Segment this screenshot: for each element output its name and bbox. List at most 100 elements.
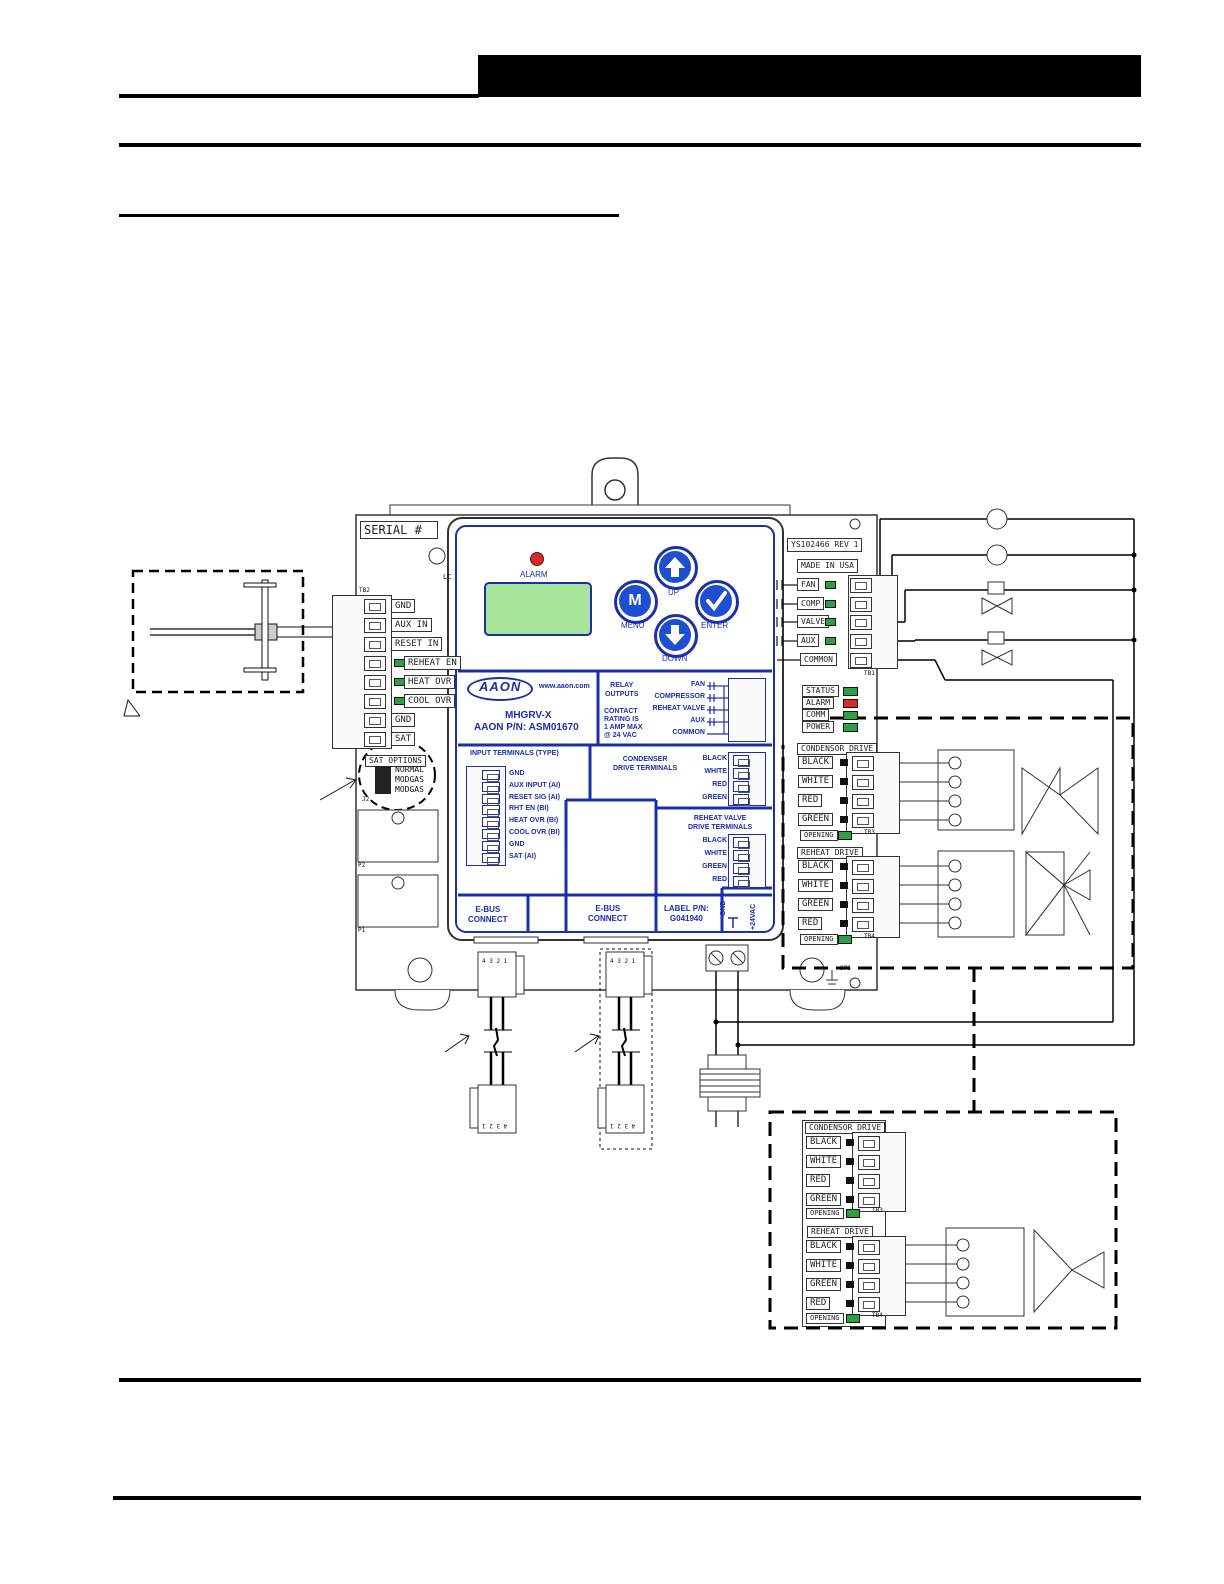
relay-terminal-label: AUX [797, 634, 820, 647]
wire-marker [840, 759, 848, 766]
tb4-label: TB4 [864, 933, 875, 940]
down-label: DOWN [662, 654, 688, 663]
drive-terminal [858, 1174, 880, 1189]
drive-terminal [852, 860, 874, 875]
drive-wire-label: RED [798, 917, 823, 930]
left-terminal-label: RESET IN [391, 637, 443, 651]
reheat-item: BLACK [702, 837, 728, 844]
menu-button-face: M [619, 585, 651, 617]
relay-output-item: AUX [690, 717, 705, 724]
input-pin [482, 840, 500, 853]
relay-led [825, 600, 836, 608]
input-item: RHT EN (BI) [509, 805, 549, 813]
wire-marker [840, 816, 848, 823]
drive-terminal [852, 917, 874, 932]
wire-marker [840, 778, 848, 785]
made-label: MADE IN USA [797, 559, 858, 573]
wire-marker [846, 1243, 854, 1250]
relay-title: RELAY OUTPUTS [605, 682, 639, 698]
drive-wire-label: BLACK [806, 1136, 842, 1149]
aaon-logo-text: AAON [479, 679, 522, 694]
header-rule [119, 94, 479, 98]
relay-terminal [850, 653, 872, 668]
relay-output-connector [728, 678, 766, 742]
condenser-pin [733, 755, 750, 767]
condenser-pin [733, 768, 750, 780]
drive-terminal [858, 1193, 880, 1208]
opening-label-1: OPENING [800, 830, 838, 841]
condenser-item: WHITE [704, 768, 727, 775]
input-item: HEAT OVR (BI) [509, 817, 559, 825]
status-led [843, 699, 858, 708]
sensor-dashed-box [131, 569, 305, 694]
input-item: COOL OVR (BI) [509, 829, 560, 836]
relay-terminal-label: COMMON [800, 653, 837, 666]
exp-opening-led-1 [846, 1209, 860, 1218]
check-icon [700, 585, 732, 617]
status-led [843, 687, 858, 696]
input-item: GND [509, 770, 525, 777]
vac-label: +24VAC [750, 903, 757, 930]
serial-label: SERIAL # [360, 521, 438, 539]
wire-marker [846, 1177, 854, 1184]
ebus-pins-4: 4 3 2 1 [610, 1122, 636, 1129]
input-pin [482, 793, 500, 806]
drive-terminal [858, 1278, 880, 1293]
reheat-pin [733, 850, 750, 862]
reheat-item: WHITE [704, 850, 727, 857]
sat-jumper[interactable] [375, 766, 391, 794]
condenser-item: RED [712, 781, 727, 788]
left-terminal-label: HEAT OVR [404, 675, 456, 689]
sp-label: SP3 [840, 965, 851, 972]
drive-wire-label: RED [806, 1174, 831, 1187]
website-label: www.aaon.com [539, 683, 590, 690]
left-terminal [364, 713, 386, 728]
relay-output-item: REHEAT VALVE [652, 705, 705, 712]
exp-opening-label-1: OPENING [806, 1208, 844, 1219]
left-terminal [364, 637, 386, 652]
opening-label-2: OPENING [800, 934, 838, 945]
section-rule [119, 143, 1141, 147]
rev-label: YS102466 REV 1 [787, 538, 863, 552]
drive-wire-label: WHITE [798, 775, 834, 788]
exp-condenser-drive-label: CONDENSOR DRIVE [805, 1122, 886, 1134]
condenser-pin [733, 794, 750, 806]
tb3-label: TB3 [864, 829, 875, 836]
left-terminal [364, 618, 386, 633]
reheat-pin [733, 837, 750, 849]
header-tab [478, 55, 1141, 97]
wire-marker [846, 1139, 854, 1146]
left-terminal-label: REHEAT EN [404, 656, 461, 670]
wire-marker [840, 863, 848, 870]
p2-label: P2 [358, 862, 366, 869]
alarm-label: ALARM [520, 570, 548, 579]
status-led-label: POWER [802, 721, 835, 733]
ebus-connect-2: E-BUS CONNECT [588, 904, 628, 923]
relay-output-item: COMPRESSOR [654, 693, 705, 700]
input-pin [482, 852, 500, 865]
subsection-rule [119, 214, 619, 217]
drive-wire-label: RED [806, 1297, 831, 1310]
relay-led [825, 581, 836, 589]
status-led-label: ALARM [802, 697, 835, 709]
drive-wire-label: RED [798, 794, 823, 807]
drive-terminal [852, 879, 874, 894]
ebus-pins-3: 4 3 2 1 [482, 1122, 508, 1129]
reheat-pin [733, 863, 750, 875]
left-terminal [364, 599, 386, 614]
drive-wire-label: WHITE [806, 1259, 842, 1272]
ebus-pins-2: 4 3 2 1 [610, 958, 636, 965]
footer-rule [113, 1496, 1141, 1500]
opening-led-2 [838, 935, 852, 944]
drive-terminal [858, 1259, 880, 1274]
relay-terminal [850, 634, 872, 649]
condenser-item: GREEN [702, 794, 727, 801]
menu-label: MENU [621, 621, 645, 630]
wire-marker [840, 901, 848, 908]
drive-wire-label: GREEN [798, 898, 834, 911]
model-label: MHGRV-X [505, 710, 552, 721]
ebus-pins-1: 4 3 2 1 [482, 958, 508, 965]
drive-wire-label: WHITE [798, 879, 834, 892]
status-led [843, 711, 858, 720]
wire-marker [840, 920, 848, 927]
